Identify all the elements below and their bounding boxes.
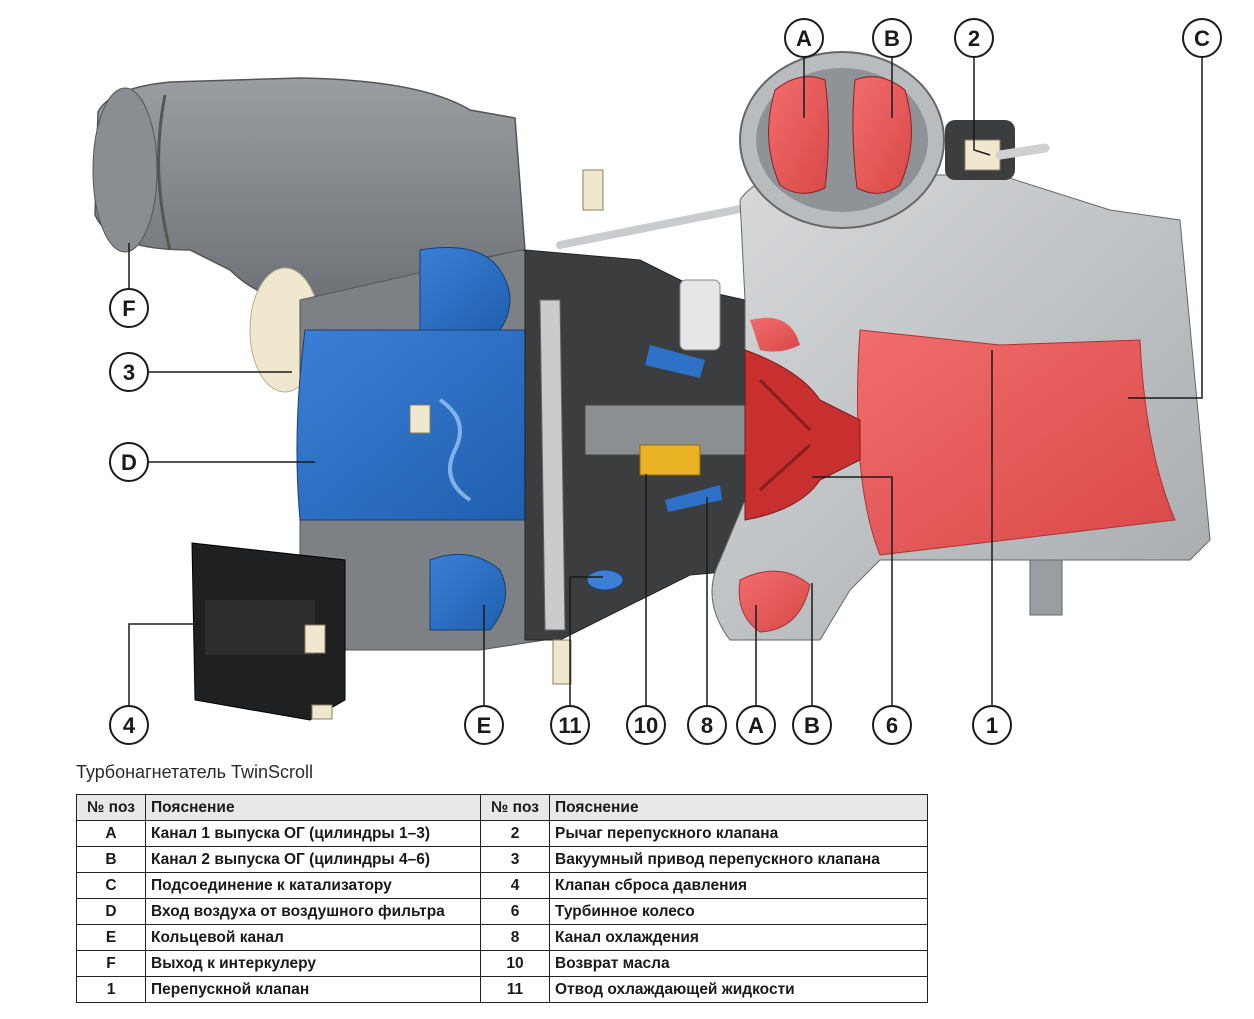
- table-row: A Канал 1 выпуска ОГ (цилиндры 1–3) 2 Ры…: [76, 820, 928, 847]
- compressor-outlet-duct: [92, 77, 526, 301]
- turbine-wheel: [744, 349, 861, 521]
- callouts: A B 2 C F 3 D 4 E 11 10 8 A B 6 1: [109, 18, 1222, 745]
- wastegate-lever: [945, 120, 1050, 180]
- leader-line-6: [812, 476, 893, 705]
- center-housing: [524, 249, 746, 641]
- wastegate-rod: [556, 201, 764, 249]
- description-cell: Отвод охлаждающей жидкости: [549, 976, 928, 1003]
- position-cell: 8: [480, 924, 550, 951]
- leader-line-4: [128, 623, 200, 705]
- description-cell: Кольцевой канал: [145, 924, 481, 951]
- table-row: E Кольцевой канал 8 Канал охлаждения: [76, 924, 928, 951]
- callout-1: 1: [972, 705, 1012, 745]
- svg-text:8: 8: [701, 713, 713, 738]
- turbine-housing: [711, 173, 1211, 641]
- svg-text:6: 6: [886, 713, 898, 738]
- callout-8: 8: [687, 705, 727, 745]
- svg-text:1: 1: [986, 713, 998, 738]
- svg-text:F: F: [122, 296, 135, 321]
- legend-table: № поз Пояснение № поз Пояснение A Канал …: [76, 794, 928, 1003]
- callout-E: E: [464, 705, 504, 745]
- description-cell: Турбинное колесо: [549, 898, 928, 925]
- position-cell: B: [76, 846, 146, 873]
- svg-text:B: B: [804, 713, 820, 738]
- svg-text:11: 11: [558, 713, 581, 738]
- description-cell: Вход воздуха от воздушного фильтра: [145, 898, 481, 925]
- callout-2: 2: [954, 18, 994, 58]
- callout-4: 4: [109, 705, 149, 745]
- svg-text:A: A: [796, 26, 812, 51]
- header-position-2: № поз: [480, 794, 550, 821]
- svg-text:10: 10: [634, 713, 658, 738]
- callout-6: 6: [872, 705, 912, 745]
- exhaust-inlet-flange: [739, 51, 945, 229]
- turbocharger-illustration: A B 2 C F 3 D 4 E 11 10 8 A B 6 1: [92, 18, 1222, 745]
- description-cell: Канал 1 выпуска ОГ (цилиндры 1–3): [145, 820, 481, 847]
- svg-text:2: 2: [968, 26, 980, 51]
- callout-10: 10: [626, 705, 666, 745]
- callout-F: F: [109, 288, 149, 328]
- table-row: D Вход воздуха от воздушного фильтра 6 Т…: [76, 898, 928, 925]
- leader-line-C: [1128, 57, 1203, 399]
- description-cell: Вакуумный привод перепускного клапана: [549, 846, 928, 873]
- callout-D: D: [109, 442, 149, 482]
- svg-text:4: 4: [123, 713, 136, 738]
- callout-3: 3: [109, 352, 149, 392]
- position-cell: 10: [480, 950, 550, 977]
- description-cell: Возврат масла: [549, 950, 928, 977]
- position-cell: 3: [480, 846, 550, 873]
- header-description-2: Пояснение: [549, 794, 928, 821]
- table-row: C Подсоединение к катализатору 4 Клапан …: [76, 872, 928, 899]
- callout-11: 11: [550, 705, 590, 745]
- position-cell: C: [76, 872, 146, 899]
- position-cell: 6: [480, 898, 550, 925]
- position-cell: 4: [480, 872, 550, 899]
- callout-A-top: A: [784, 18, 824, 58]
- header-description-1: Пояснение: [145, 794, 481, 821]
- pressure-relief-valve: [191, 542, 346, 721]
- compressor-housing: [296, 247, 546, 651]
- leader-line-2: [973, 57, 991, 156]
- description-cell: Перепускной клапан: [145, 976, 481, 1003]
- svg-text:E: E: [477, 713, 492, 738]
- svg-text:B: B: [884, 26, 900, 51]
- position-cell: 2: [480, 820, 550, 847]
- position-cell: 1: [76, 976, 146, 1003]
- header-position-1: № поз: [76, 794, 146, 821]
- position-cell: A: [76, 820, 146, 847]
- description-cell: Рычаг перепускного клапана: [549, 820, 928, 847]
- svg-text:D: D: [121, 450, 137, 475]
- callout-C: C: [1182, 18, 1222, 58]
- svg-text:A: A: [748, 713, 764, 738]
- description-cell: Подсоединение к катализатору: [145, 872, 481, 899]
- description-cell: Клапан сброса давления: [549, 872, 928, 899]
- legend-header-row: № поз Пояснение № поз Пояснение: [76, 794, 928, 821]
- callout-B-top: B: [872, 18, 912, 58]
- description-cell: Выход к интеркулеру: [145, 950, 481, 977]
- description-cell: Канал 2 выпуска ОГ (цилиндры 4–6): [145, 846, 481, 873]
- callout-B-bottom: B: [792, 705, 832, 745]
- position-cell: F: [76, 950, 146, 977]
- svg-text:3: 3: [123, 360, 135, 385]
- figure-caption: Турбонагнетатель TwinScroll: [76, 762, 313, 782]
- bolt: [582, 169, 604, 211]
- table-row: B Канал 2 выпуска ОГ (цилиндры 4–6) 3 Ва…: [76, 846, 928, 873]
- leader-lines: [128, 57, 1203, 705]
- position-cell: D: [76, 898, 146, 925]
- svg-text:C: C: [1194, 26, 1210, 51]
- leader-line-11: [569, 576, 603, 705]
- table-row: 1 Перепускной клапан 11 Отвод охлаждающе…: [76, 976, 928, 1003]
- description-cell: Канал охлаждения: [549, 924, 928, 951]
- position-cell: E: [76, 924, 146, 951]
- callout-A-bottom: A: [736, 705, 776, 745]
- table-row: F Выход к интеркулеру 10 Возврат масла: [76, 950, 928, 977]
- bolt: [552, 639, 572, 685]
- position-cell: 11: [480, 976, 550, 1003]
